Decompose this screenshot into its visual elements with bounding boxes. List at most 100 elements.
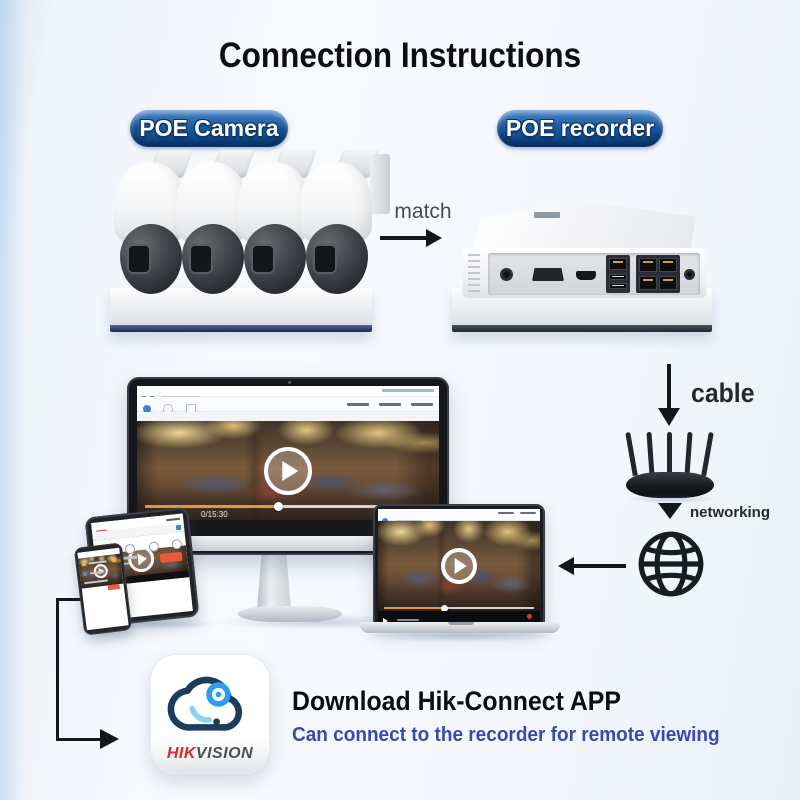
camera-wall-arm bbox=[370, 154, 390, 214]
monitor-base bbox=[238, 606, 342, 622]
list-icon bbox=[81, 561, 87, 567]
usb-port bbox=[609, 274, 627, 280]
elbow-arrow-head-icon bbox=[100, 729, 119, 749]
list-text-placeholder bbox=[84, 579, 109, 585]
list-text-placeholder bbox=[88, 560, 107, 565]
camera-lens bbox=[313, 244, 337, 274]
time-placeholder bbox=[397, 618, 420, 621]
ptz-camera bbox=[112, 148, 194, 298]
elbow-arrow-icon bbox=[56, 738, 102, 741]
router-antenna bbox=[646, 431, 655, 477]
hdmi-port bbox=[576, 271, 596, 280]
menu-item-placeholder bbox=[498, 512, 514, 514]
lan-usb-block bbox=[606, 255, 630, 293]
progress-bar bbox=[384, 605, 534, 611]
progress-done bbox=[145, 505, 274, 508]
down-triangle-icon bbox=[658, 503, 682, 519]
list-text-placeholder bbox=[89, 570, 105, 575]
down-arrow-icon bbox=[667, 364, 671, 410]
nvr-logo bbox=[534, 212, 560, 218]
phone-screen bbox=[77, 547, 129, 631]
monitor-chin bbox=[131, 536, 445, 551]
filter-icon bbox=[175, 524, 182, 531]
nvr-vents bbox=[468, 254, 480, 292]
platform-face bbox=[110, 288, 372, 332]
camera-dome bbox=[182, 224, 244, 294]
router-antenna bbox=[667, 432, 672, 476]
progress-knob bbox=[273, 502, 283, 511]
lan-port bbox=[609, 258, 627, 270]
platform-stripe bbox=[110, 325, 372, 332]
menu-item-placeholder bbox=[347, 403, 369, 406]
camera-dome bbox=[306, 224, 368, 294]
laptop-notch bbox=[448, 622, 474, 625]
camera-dome bbox=[120, 224, 182, 294]
poe-ethernet-port bbox=[639, 276, 657, 290]
vga-port bbox=[532, 268, 564, 281]
platform-stripe bbox=[452, 325, 712, 332]
hikvision-logo: HIKVISION bbox=[151, 745, 269, 763]
video-player bbox=[378, 521, 540, 611]
progress-knob bbox=[441, 605, 448, 611]
nvr-rear-face bbox=[462, 248, 707, 298]
status-icons-placeholder bbox=[166, 517, 181, 522]
monitor-stand bbox=[257, 552, 291, 610]
play-icon bbox=[383, 618, 388, 623]
camera-lens bbox=[251, 244, 275, 274]
router bbox=[625, 428, 714, 498]
browser-breadcrumb-bar bbox=[137, 412, 439, 425]
router-antenna bbox=[701, 431, 714, 477]
list-icon bbox=[82, 571, 88, 577]
video-timestamp: 0/15:30 bbox=[201, 510, 228, 519]
laptop-base bbox=[360, 622, 560, 633]
poe-camera-group bbox=[112, 148, 390, 333]
left-gradient-band bbox=[0, 0, 26, 800]
titlebar-controls-placeholder bbox=[382, 389, 434, 392]
progress-done bbox=[384, 607, 441, 609]
poe-port-block bbox=[636, 255, 680, 293]
video-player: 0/15:30 bbox=[137, 421, 439, 520]
left-arrow-icon bbox=[572, 564, 626, 568]
right-arrow-icon bbox=[380, 236, 426, 240]
left-arrow-head-icon bbox=[558, 557, 574, 575]
poe-ethernet-port bbox=[659, 276, 677, 290]
poe-camera-badge-label: POE Camera bbox=[139, 115, 279, 141]
download-subtitle: Can connect to the recorder for remote v… bbox=[292, 724, 720, 746]
avatar-icon bbox=[143, 404, 151, 413]
right-arrow-head-icon bbox=[426, 229, 442, 247]
ptz-camera bbox=[236, 148, 318, 298]
networking-label: networking bbox=[690, 504, 771, 521]
view-button bbox=[159, 551, 183, 564]
page-title: Connection Instructions bbox=[218, 36, 582, 75]
avatar-icon bbox=[382, 517, 388, 524]
poe-recorder-badge: POE recorder bbox=[497, 110, 663, 147]
menu-item-placeholder bbox=[520, 512, 536, 514]
desktop-monitor: 0/15:30 bbox=[127, 377, 449, 555]
menu-item-placeholder bbox=[379, 403, 401, 406]
camera-dome bbox=[244, 224, 306, 294]
hik-connect-cloud-icon bbox=[167, 676, 243, 731]
play-icon bbox=[264, 447, 312, 495]
match-label: match bbox=[394, 200, 452, 223]
play-icon bbox=[441, 548, 477, 584]
poe-ethernet-port bbox=[639, 258, 657, 272]
list-badge bbox=[111, 557, 117, 563]
menu-item-placeholder bbox=[411, 403, 433, 406]
globe-icon bbox=[638, 531, 704, 597]
download-title: Download Hik-Connect APP bbox=[292, 686, 621, 716]
nvr-port-panel bbox=[488, 253, 700, 295]
router-shadow bbox=[624, 494, 716, 504]
app-list bbox=[78, 554, 125, 601]
poe-ethernet-port bbox=[659, 258, 677, 272]
ptz-camera bbox=[174, 148, 256, 298]
record-icon bbox=[527, 614, 532, 619]
webcam-dot-icon bbox=[288, 381, 291, 384]
progress-bar bbox=[145, 502, 431, 511]
camera-lens bbox=[127, 244, 151, 274]
router-antenna bbox=[625, 431, 638, 477]
video-control-bar bbox=[378, 611, 540, 623]
monitor-screen: 0/15:30 bbox=[137, 386, 439, 520]
down-arrow-head-icon bbox=[658, 408, 680, 426]
browser-titlebar bbox=[137, 386, 439, 400]
